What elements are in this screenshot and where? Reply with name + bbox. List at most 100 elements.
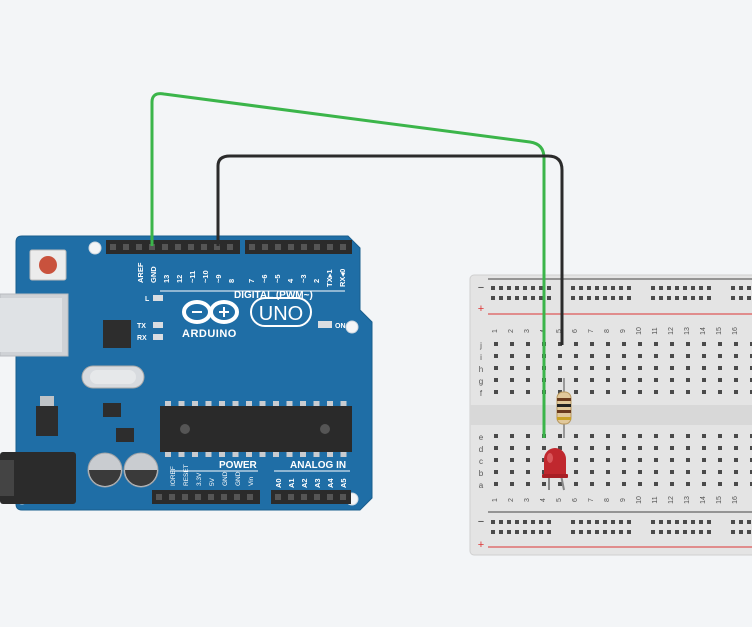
rail-hole[interactable] bbox=[731, 286, 735, 290]
breadboard-hole[interactable] bbox=[606, 390, 610, 394]
rail-hole[interactable] bbox=[603, 286, 607, 290]
breadboard-hole[interactable] bbox=[606, 378, 610, 382]
rail-hole[interactable] bbox=[523, 520, 527, 524]
breadboard-hole[interactable] bbox=[542, 482, 546, 486]
rail-hole[interactable] bbox=[579, 530, 583, 534]
rail-hole[interactable] bbox=[523, 530, 527, 534]
breadboard-hole[interactable] bbox=[702, 366, 706, 370]
breadboard-hole[interactable] bbox=[686, 470, 690, 474]
black-wire[interactable] bbox=[216, 154, 564, 345]
breadboard-hole[interactable] bbox=[638, 390, 642, 394]
rail-hole[interactable] bbox=[531, 530, 535, 534]
breadboard-hole[interactable] bbox=[574, 390, 578, 394]
breadboard-hole[interactable] bbox=[638, 366, 642, 370]
breadboard-hole[interactable] bbox=[670, 366, 674, 370]
rail-hole[interactable] bbox=[611, 530, 615, 534]
header-pin-hole[interactable] bbox=[201, 244, 207, 250]
breadboard-hole[interactable] bbox=[558, 378, 562, 382]
header-pin-hole[interactable] bbox=[327, 244, 333, 250]
rail-hole[interactable] bbox=[691, 296, 695, 300]
breadboard-hole[interactable] bbox=[622, 342, 626, 346]
breadboard-hole[interactable] bbox=[574, 446, 578, 450]
header-pin-hole[interactable] bbox=[208, 494, 214, 500]
rail-hole[interactable] bbox=[619, 286, 623, 290]
breadboard-hole[interactable] bbox=[718, 434, 722, 438]
rail-hole[interactable] bbox=[611, 296, 615, 300]
breadboard-hole[interactable] bbox=[510, 434, 514, 438]
breadboard-hole[interactable] bbox=[494, 446, 498, 450]
breadboard-hole[interactable] bbox=[494, 342, 498, 346]
rail-hole[interactable] bbox=[507, 286, 511, 290]
rail-hole[interactable] bbox=[691, 530, 695, 534]
breadboard-hole[interactable] bbox=[654, 390, 658, 394]
breadboard-hole[interactable] bbox=[510, 482, 514, 486]
breadboard-hole[interactable] bbox=[590, 470, 594, 474]
breadboard-hole[interactable] bbox=[670, 378, 674, 382]
breadboard-hole[interactable] bbox=[686, 366, 690, 370]
breadboard-hole[interactable] bbox=[638, 470, 642, 474]
rail-hole[interactable] bbox=[587, 286, 591, 290]
rail-hole[interactable] bbox=[675, 520, 679, 524]
header-pin-hole[interactable] bbox=[314, 244, 320, 250]
breadboard-hole[interactable] bbox=[654, 458, 658, 462]
rail-hole[interactable] bbox=[683, 530, 687, 534]
breadboard-hole[interactable] bbox=[702, 342, 706, 346]
header-pin-hole[interactable] bbox=[249, 244, 255, 250]
breadboard-hole[interactable] bbox=[622, 470, 626, 474]
rail-hole[interactable] bbox=[659, 530, 663, 534]
breadboard-hole[interactable] bbox=[670, 458, 674, 462]
breadboard-hole[interactable] bbox=[574, 354, 578, 358]
rail-hole[interactable] bbox=[739, 520, 743, 524]
rail-hole[interactable] bbox=[731, 530, 735, 534]
header-pin-hole[interactable] bbox=[227, 244, 233, 250]
breadboard-hole[interactable] bbox=[606, 458, 610, 462]
header-pin-hole[interactable] bbox=[195, 494, 201, 500]
breadboard-hole[interactable] bbox=[558, 482, 562, 486]
breadboard-hole[interactable] bbox=[750, 458, 752, 462]
rail-hole[interactable] bbox=[659, 520, 663, 524]
breadboard-hole[interactable] bbox=[734, 378, 738, 382]
rail-hole[interactable] bbox=[731, 520, 735, 524]
breadboard-hole[interactable] bbox=[718, 458, 722, 462]
breadboard-hole[interactable] bbox=[590, 378, 594, 382]
breadboard-hole[interactable] bbox=[606, 482, 610, 486]
rail-hole[interactable] bbox=[523, 296, 527, 300]
header-pin-hole[interactable] bbox=[182, 494, 188, 500]
rail-hole[interactable] bbox=[571, 520, 575, 524]
rail-hole[interactable] bbox=[691, 520, 695, 524]
rail-hole[interactable] bbox=[547, 520, 551, 524]
header-pin-hole[interactable] bbox=[340, 494, 346, 500]
breadboard-hole[interactable] bbox=[526, 470, 530, 474]
breadboard-hole[interactable] bbox=[750, 482, 752, 486]
breadboard-hole[interactable] bbox=[542, 446, 546, 450]
arduino-uno-board[interactable]: AREF GND 13 12 ~11 ~10 ~9 8 7 ~6 ~5 4 ~3… bbox=[0, 235, 373, 511]
rail-hole[interactable] bbox=[699, 296, 703, 300]
rail-hole[interactable] bbox=[699, 286, 703, 290]
breadboard-hole[interactable] bbox=[654, 354, 658, 358]
rail-hole[interactable] bbox=[659, 286, 663, 290]
analog-header[interactable] bbox=[271, 490, 351, 504]
breadboard-hole[interactable] bbox=[526, 446, 530, 450]
header-pin-hole[interactable] bbox=[149, 244, 155, 250]
rail-hole[interactable] bbox=[571, 286, 575, 290]
breadboard-hole[interactable] bbox=[574, 458, 578, 462]
breadboard-hole[interactable] bbox=[750, 354, 752, 358]
breadboard-hole[interactable] bbox=[558, 342, 562, 346]
breadboard-hole[interactable] bbox=[622, 446, 626, 450]
breadboard-hole[interactable] bbox=[622, 366, 626, 370]
digital-header-left[interactable] bbox=[106, 240, 240, 254]
breadboard-hole[interactable] bbox=[510, 378, 514, 382]
rail-hole[interactable] bbox=[547, 296, 551, 300]
rail-hole[interactable] bbox=[667, 286, 671, 290]
header-pin-hole[interactable] bbox=[288, 494, 294, 500]
rail-hole[interactable] bbox=[515, 286, 519, 290]
rail-hole[interactable] bbox=[707, 286, 711, 290]
breadboard-hole[interactable] bbox=[638, 378, 642, 382]
rail-hole[interactable] bbox=[707, 296, 711, 300]
rail-hole[interactable] bbox=[603, 520, 607, 524]
rail-hole[interactable] bbox=[627, 286, 631, 290]
breadboard-hole[interactable] bbox=[718, 378, 722, 382]
rail-hole[interactable] bbox=[499, 530, 503, 534]
breadboard-hole[interactable] bbox=[494, 366, 498, 370]
rail-hole[interactable] bbox=[707, 530, 711, 534]
